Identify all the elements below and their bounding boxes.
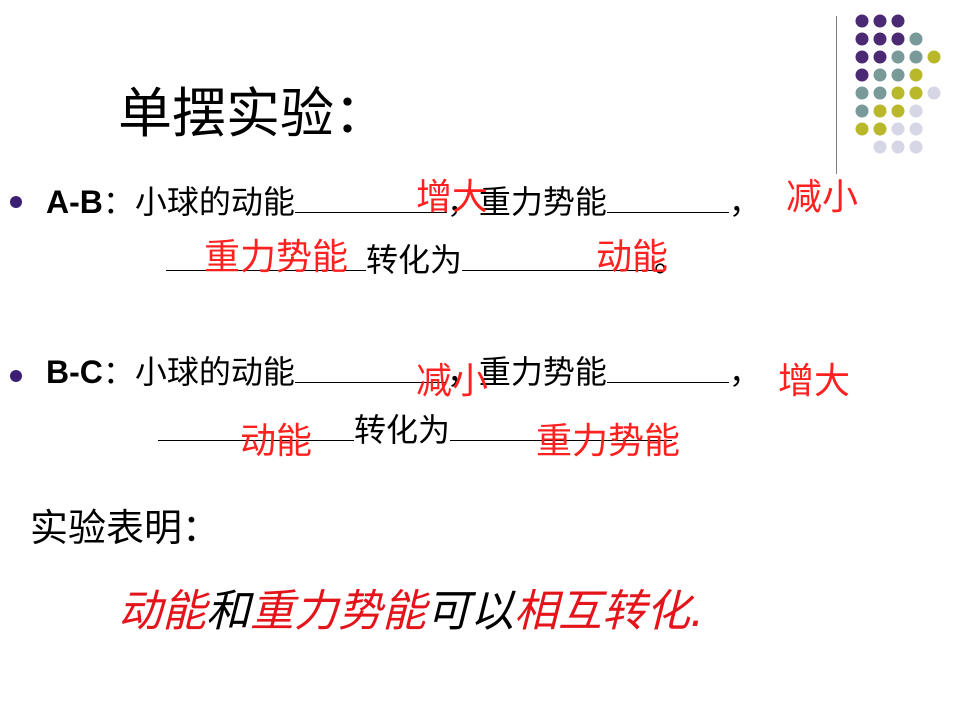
bc-blank-3 (158, 410, 354, 441)
decorative-dot (891, 68, 905, 82)
ab-answer-3: 重力势能 (204, 237, 349, 278)
decorative-dot (873, 86, 887, 100)
decorative-dot (855, 104, 869, 118)
decorative-dot (891, 14, 905, 28)
decorative-dot (909, 104, 923, 118)
bc-colon: ： (102, 353, 135, 391)
ab-line-1: A-B：小球的动能 ，重力势能 ， (46, 182, 761, 222)
conclusion-potential: 重力势能 (250, 586, 426, 637)
decorative-dot (873, 140, 887, 154)
decorative-vertical-line (836, 16, 837, 174)
ab-colon: ： (102, 183, 135, 221)
conclusion-can: 可以 (426, 586, 514, 637)
conclusion-period: . (690, 586, 704, 637)
bc-blank-1 (294, 352, 447, 383)
ab-blank-2 (606, 182, 729, 213)
conclusion-kinetic: 动能 (118, 586, 206, 637)
bullet-ab (10, 196, 22, 208)
ab-blank-1 (294, 182, 447, 213)
decorative-dot-grid (855, 14, 941, 154)
decorative-dot (891, 140, 905, 154)
decorative-dot (891, 104, 905, 118)
decorative-dot (891, 86, 905, 100)
bc-line-1: B-C：小球的动能 ，重力势能 ， (46, 352, 761, 392)
bc-convert-text: 转化为 (354, 411, 451, 449)
ab-comma: ， (728, 183, 761, 221)
decorative-dot (891, 32, 905, 46)
ab-answer-4: 动能 (596, 237, 669, 278)
decorative-dot (855, 122, 869, 136)
ab-blank-3 (166, 240, 366, 271)
ab-kinetic-text: 小球的动能 (134, 183, 295, 221)
ab-convert-text: 转化为 (366, 241, 463, 279)
ab-potential-text: ，重力势能 (446, 183, 607, 221)
decorative-dot (855, 14, 869, 28)
ab-line-2: 转化为 。 (166, 240, 686, 280)
conclusion-mutual-convert: 相互转化 (514, 586, 690, 637)
bc-label: B-C (46, 354, 103, 390)
page-title: 单摆实验： (118, 82, 388, 145)
decorative-dot (855, 68, 869, 82)
decorative-dot (873, 50, 887, 64)
bc-answer-4: 重力势能 (536, 421, 681, 462)
bullet-bc (10, 370, 22, 382)
decorative-dot (855, 86, 869, 100)
decorative-dot (909, 50, 923, 64)
bc-kinetic-text: 小球的动能 (134, 353, 295, 391)
decorative-dot (909, 68, 923, 82)
conclusion-statement: 动能和重力势能可以相互转化. (118, 586, 704, 638)
decorative-dot (927, 50, 941, 64)
decorative-dot (873, 32, 887, 46)
bc-blank-4 (450, 410, 673, 441)
decorative-dot (855, 50, 869, 64)
conclusion-and: 和 (206, 586, 250, 637)
ab-period: 。 (654, 241, 687, 279)
decorative-dot (909, 86, 923, 100)
decorative-dot (927, 86, 941, 100)
bc-potential-text: ，重力势能 (446, 353, 607, 391)
decorative-dot (909, 122, 923, 136)
ab-answer-1: 增大 (416, 177, 489, 218)
decorative-dot (909, 140, 923, 154)
bc-line-2: 转化为 (158, 410, 673, 450)
decorative-dot (873, 68, 887, 82)
bc-answer-3: 动能 (240, 421, 313, 462)
decorative-dot (909, 32, 923, 46)
decorative-dot (855, 32, 869, 46)
conclusion-label: 实验表明： (30, 506, 221, 550)
ab-label: A-B (46, 184, 103, 220)
decorative-dot (873, 122, 887, 136)
ab-blank-4 (462, 240, 655, 271)
bc-answer-2: 增大 (778, 361, 851, 402)
decorative-dot (873, 104, 887, 118)
ab-answer-2: 减小 (786, 177, 859, 218)
decorative-dot (891, 122, 905, 136)
bc-comma: ， (728, 353, 761, 391)
bc-answer-1: 减小 (416, 361, 489, 402)
decorative-dot (873, 14, 887, 28)
decorative-dot (891, 50, 905, 64)
bc-blank-2 (606, 352, 729, 383)
